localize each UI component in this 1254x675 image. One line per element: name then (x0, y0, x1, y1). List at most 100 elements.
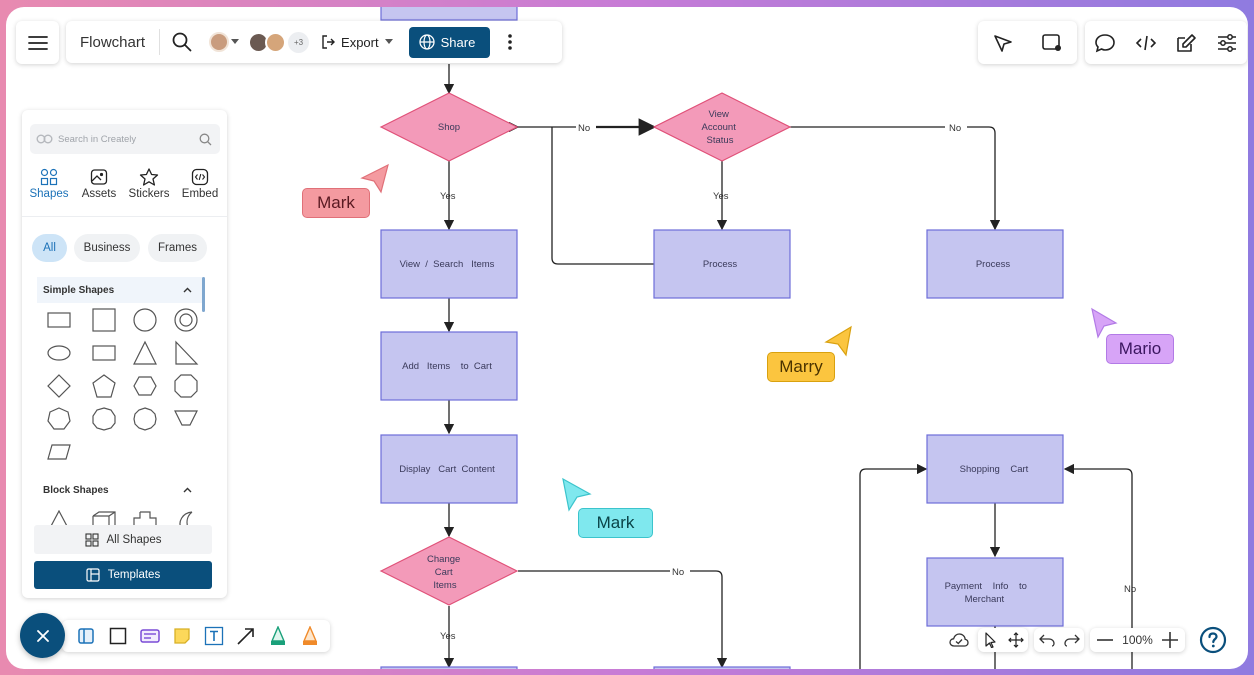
ring-shape[interactable] (174, 308, 198, 332)
sidebar-scrollbar[interactable] (202, 277, 205, 312)
dodecagon-shape[interactable] (133, 407, 157, 431)
all-shapes-button[interactable]: All Shapes (34, 525, 212, 554)
inverted-trapezoid-shape[interactable] (174, 410, 198, 426)
process-right[interactable] (926, 229, 1064, 299)
zoom-level[interactable]: 100% (1122, 633, 1153, 647)
templates-label: Templates (107, 569, 161, 581)
close-tools-button[interactable] (20, 613, 65, 658)
pentagon-shape[interactable] (92, 374, 116, 398)
undo-button[interactable] (1037, 629, 1057, 651)
minus-icon (1097, 639, 1113, 641)
more-options-button[interactable] (490, 24, 530, 60)
triangle-shape[interactable] (133, 340, 157, 365)
cube-shape[interactable] (92, 511, 116, 528)
tab-assets[interactable]: Assets (74, 166, 124, 200)
menu-button[interactable] (16, 21, 59, 64)
chevron-up-icon (183, 287, 192, 293)
process-payment[interactable] (926, 557, 1064, 627)
cursor-label-mark-cyan: Mark (578, 508, 653, 538)
redo-icon (1063, 634, 1080, 647)
zoom-in-button[interactable] (1161, 629, 1179, 651)
top-toolbar: Flowchart +3 Export Share (66, 21, 562, 63)
process-shopping-cart[interactable] (926, 434, 1064, 504)
process-mid[interactable] (653, 229, 791, 299)
cross-shape[interactable] (133, 511, 157, 528)
search-button[interactable] (160, 24, 204, 60)
sticky-note-tool-button[interactable] (172, 624, 192, 648)
edge-label-no-cart: No (1124, 584, 1136, 595)
cursor-arrow-mario (1091, 307, 1118, 339)
share-button[interactable]: Share (408, 26, 490, 58)
circle-shape[interactable] (133, 308, 157, 332)
chevron-down-icon (384, 39, 393, 44)
right-triangle-shape[interactable] (175, 340, 199, 365)
parallelogram-shape[interactable] (47, 444, 71, 460)
filter-frames[interactable]: Frames (148, 234, 207, 262)
decagon-shape[interactable] (92, 407, 116, 431)
connector-tool-button[interactable] (236, 624, 256, 648)
present-button[interactable] (1034, 25, 1070, 61)
rectangle-shape[interactable] (47, 312, 71, 328)
process-add-items[interactable] (380, 331, 518, 401)
export-button[interactable]: Export (321, 24, 393, 60)
hexagon-shape[interactable] (133, 376, 157, 396)
pen-tool-button[interactable] (268, 624, 288, 648)
section-simple-shapes[interactable]: Simple Shapes (37, 277, 202, 303)
shape-search-input[interactable]: Search in Creately (30, 124, 220, 154)
rounded-rect-shape[interactable] (92, 345, 116, 361)
presentation-tools (978, 21, 1077, 64)
tab-embed[interactable]: Embed (175, 166, 225, 200)
section-block-shapes[interactable]: Block Shapes (37, 477, 202, 503)
edit-button[interactable] (1169, 25, 1203, 61)
highlighter-tool-button[interactable] (300, 624, 320, 648)
diamond-shape[interactable] (47, 374, 71, 398)
frame-tool-button[interactable] (76, 624, 96, 648)
text-tool-button[interactable] (204, 624, 224, 648)
close-icon (36, 629, 49, 642)
help-icon (1199, 626, 1227, 654)
owner-avatar-menu[interactable] (204, 24, 244, 60)
decision-shop-label: Shop (438, 122, 460, 133)
diagram-canvas[interactable]: No Yes Yes No No Yes No Shop View Accoun… (6, 7, 1248, 669)
ellipse-shape[interactable] (47, 345, 71, 361)
simple-shapes-grid[interactable] (42, 307, 202, 467)
zoom-out-button[interactable] (1096, 629, 1114, 651)
heptagon-shape[interactable] (47, 407, 71, 430)
embed-button[interactable] (1129, 25, 1163, 61)
block-shapes-preview[interactable] (42, 510, 202, 528)
filter-business[interactable]: Business (74, 234, 140, 262)
decision-change-cart-label: Change Cart Items (427, 554, 463, 591)
top-partial-process[interactable] (380, 7, 518, 21)
app-frame: No Yes Yes No No Yes No Shop View Accoun… (6, 7, 1248, 669)
pan-mode-button[interactable] (1006, 629, 1026, 651)
pyramid-shape[interactable] (49, 510, 69, 528)
settings-button[interactable] (1210, 25, 1244, 61)
cloud-sync-status[interactable] (946, 628, 972, 652)
embed-code-icon (191, 168, 209, 186)
decision-change-cart[interactable] (379, 536, 519, 606)
bottom-partial-process-left[interactable] (380, 666, 518, 669)
filter-all[interactable]: All (32, 234, 67, 262)
chevron-up-icon (183, 487, 192, 493)
octagon-shape[interactable] (174, 374, 198, 398)
card-tool-button[interactable] (140, 624, 160, 648)
comments-button[interactable] (1088, 25, 1122, 61)
process-right-label: Process (976, 259, 1011, 270)
decision-view-account[interactable] (652, 92, 792, 162)
process-view-search[interactable] (380, 229, 518, 299)
redo-button[interactable] (1062, 629, 1082, 651)
process-display-cart[interactable] (380, 434, 518, 504)
document-title[interactable]: Flowchart (80, 33, 146, 51)
select-tool-button[interactable] (985, 25, 1021, 61)
rectangle-tool-button[interactable] (108, 624, 128, 648)
decision-shop[interactable] (379, 92, 519, 162)
templates-button[interactable]: Templates (34, 561, 212, 589)
collaborator-avatars[interactable]: +3 (248, 31, 310, 53)
square-shape[interactable] (92, 308, 116, 332)
bottom-partial-process-mid[interactable] (653, 666, 791, 669)
tab-stickers[interactable]: Stickers (124, 166, 174, 200)
edge-label-no-right: No (949, 123, 961, 134)
tab-shapes[interactable]: Shapes (24, 166, 74, 200)
select-mode-button[interactable] (981, 629, 1001, 651)
help-button[interactable] (1198, 625, 1228, 655)
